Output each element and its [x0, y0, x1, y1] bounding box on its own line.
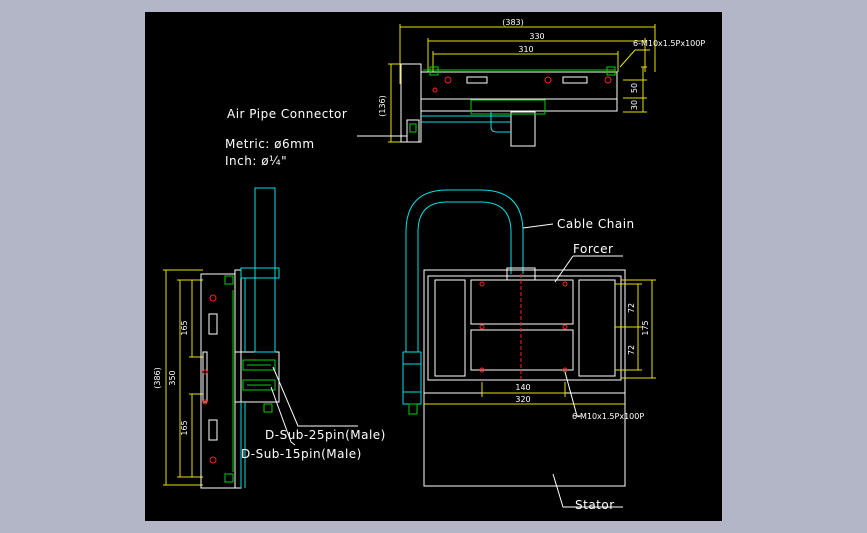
dim-350: 350 — [168, 370, 177, 385]
label-forcer: Forcer — [573, 242, 613, 256]
dim-165-upper: 165 — [180, 320, 189, 335]
dsub-leaders — [270, 366, 358, 446]
label-metric: Metric: ø6mm — [225, 137, 315, 151]
label-screw-top: 6-M10x1.5Px100P — [633, 39, 705, 48]
plan-screw-holes — [479, 281, 568, 373]
plan-view — [402, 189, 656, 508]
dim-383: (383) — [502, 18, 524, 27]
label-air-pipe-connector: Air Pipe Connector — [227, 107, 347, 121]
label-stator: Stator — [575, 498, 615, 512]
plan-air-fitting — [408, 403, 418, 415]
dim-330: 330 — [529, 32, 544, 41]
label-inch: Inch: ø¼" — [225, 154, 287, 168]
top-view-outline — [400, 63, 618, 147]
dim-320: 320 — [515, 395, 530, 404]
side-view-screws — [202, 294, 217, 464]
top-view-dimension-lines — [388, 24, 656, 143]
label-screw-bottom: 6-M10x1.5Px100P — [572, 412, 644, 421]
side-view-dimension-lines — [163, 269, 203, 486]
label-dsub15: D-Sub-15pin(Male) — [241, 447, 362, 461]
cable-chain — [402, 189, 524, 405]
dim-165-lower: 165 — [180, 420, 189, 435]
side-view-outline — [200, 269, 280, 489]
dim-310: 310 — [518, 45, 533, 54]
side-view — [163, 187, 358, 489]
cad-drawing: Air Pipe Connector Metric: ø6mm Inch: ø¼… — [153, 18, 705, 512]
dim-175: 175 — [641, 320, 650, 335]
top-view-screws — [432, 76, 612, 93]
dim-140: 140 — [515, 383, 530, 392]
top-view-cyan-pipe — [421, 112, 511, 133]
plan-view-dimension-lines — [424, 279, 656, 405]
side-view-cable — [240, 187, 280, 488]
dim-50: 50 — [630, 83, 639, 93]
top-view — [388, 24, 656, 147]
top-view-green-parts — [409, 66, 616, 133]
side-view-connectors — [224, 275, 276, 483]
plan-leaders — [522, 223, 623, 508]
label-dsub25: D-Sub-25pin(Male) — [265, 428, 386, 442]
drawing-canvas: Air Pipe Connector Metric: ø6mm Inch: ø¼… — [145, 12, 722, 521]
dim-136: (136) — [378, 95, 387, 117]
label-cable-chain: Cable Chain — [557, 217, 635, 231]
dim-386: (386) — [153, 367, 162, 389]
dim-30: 30 — [630, 100, 639, 110]
dim-72-lower: 72 — [627, 345, 636, 355]
dim-72-upper: 72 — [627, 303, 636, 313]
plan-view-outline — [423, 267, 626, 487]
